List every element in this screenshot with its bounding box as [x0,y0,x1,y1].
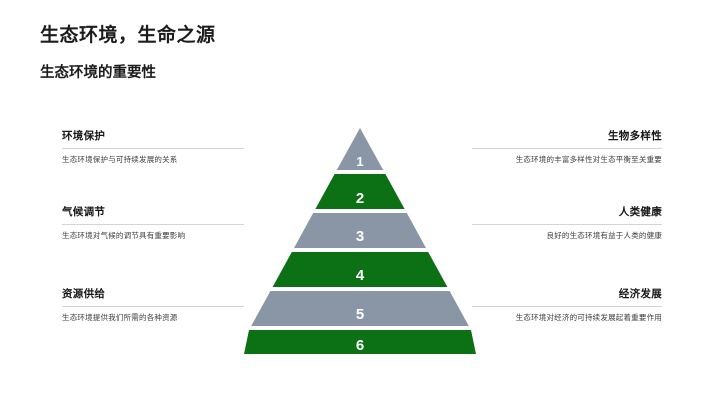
left-label-divider-3 [62,305,244,307]
left-label-item-1: 环境保护 生态环境保护与可持续发展的关系 [62,130,244,165]
page-title: 生态环境，生命之源 [40,25,216,46]
pyramid-tier-3-number: 3 [356,228,364,245]
pyramid-tier-2-number: 2 [356,190,364,207]
pyramid-tier-5-shape [251,291,469,326]
left-label-item-3: 资源供给 生态环境提供我们所需的各种资源 [62,288,244,323]
pyramid-tier-5[interactable]: 5 [251,291,469,326]
slide-header: 生态环境，生命之源 生态环境的重要性 [40,24,660,82]
left-label-divider-2 [62,223,244,225]
pyramid-tier-1-number: 1 [356,154,363,169]
pyramid-tier-4-shape [272,252,448,287]
right-label-heading-2: 人类健康 [618,206,662,218]
right-label-heading-3: 经济发展 [618,288,662,300]
pyramid-tier-1-shape [336,128,384,170]
left-label-description-3: 生态环境提供我们所需的各种资源 [62,312,178,322]
pyramid-tier-5-number: 5 [356,306,364,323]
right-label-description-2: 良好的生态环境有益于人类的健康 [546,230,662,240]
pyramid-tier-6-number: 6 [356,337,364,354]
right-label-item-2: 人类健康 良好的生态环境有益于人类的健康 [472,206,662,241]
right-label-description-1: 生态环境的丰富多样性对生态平衡至关重要 [515,154,662,164]
right-label-divider-2 [472,223,662,225]
page-subtitle: 生态环境的重要性 [40,64,156,81]
pyramid-tier-6-shape [244,330,476,354]
left-label-divider-1 [62,147,244,149]
right-label-item-3: 经济发展 生态环境对经济的可持续发展起着重要作用 [472,288,662,323]
left-label-heading-2: 气候调节 [62,206,106,218]
pyramid-svg: 1 2 3 4 5 6 [244,128,476,354]
left-label-description-2: 生态环境对气候的调节具有重要影响 [62,230,186,240]
left-label-description-1: 生态环境保护与可持续发展的关系 [62,154,178,164]
right-label-heading-1: 生物多样性 [608,130,662,142]
pyramid-diagram: 1 2 3 4 5 6 [243,126,477,356]
right-label-item-1: 生物多样性 生态环境的丰富多样性对生态平衡至关重要 [472,130,662,165]
pyramid-tier-4[interactable]: 4 [272,252,448,287]
right-label-divider-1 [472,147,662,149]
pyramid-tier-4-number: 4 [356,267,365,284]
left-label-item-2: 气候调节 生态环境对气候的调节具有重要影响 [62,206,244,241]
left-label-heading-3: 资源供给 [62,288,106,300]
right-label-description-3: 生态环境对经济的可持续发展起着重要作用 [515,312,662,322]
pyramid-tier-1[interactable]: 1 [336,128,384,170]
pyramid-tier-3-shape [294,213,426,248]
pyramid-tier-2[interactable]: 2 [315,174,405,209]
pyramid-tier-2-shape [315,174,405,209]
left-label-heading-1: 环境保护 [62,130,106,142]
pyramid-tier-3[interactable]: 3 [294,213,426,248]
right-label-divider-3 [472,305,662,307]
pyramid-tier-6[interactable]: 6 [244,330,476,354]
